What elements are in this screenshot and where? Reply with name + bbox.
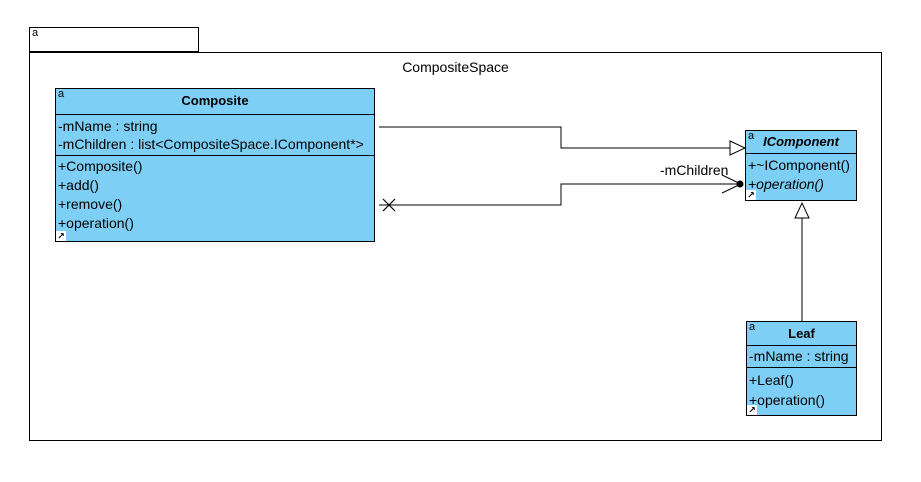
association-label: -mChildren bbox=[660, 162, 729, 178]
class-leaf-marker: a bbox=[749, 321, 756, 333]
class-icomponent[interactable]: a IComponent +~IComponent() +operation()… bbox=[745, 130, 857, 201]
package-tab-marker: a bbox=[32, 27, 39, 39]
class-leaf-link-icon[interactable]: ↗ bbox=[747, 405, 757, 415]
class-leaf[interactable]: a Leaf -mName : string +Leaf() +operatio… bbox=[746, 321, 857, 416]
attribute-mchildren[interactable]: -mChildren : list<CompositeSpace.ICompon… bbox=[58, 136, 364, 152]
class-leaf-attributes: -mName : string bbox=[747, 346, 856, 368]
class-icomponent-operations: +~IComponent() +operation() bbox=[746, 154, 856, 197]
class-icomponent-link-icon[interactable]: ↗ bbox=[746, 190, 756, 200]
operation-add[interactable]: +add() bbox=[58, 177, 99, 193]
class-composite-marker: a bbox=[58, 88, 65, 100]
class-composite-attributes: -mName : string -mChildren : list<Compos… bbox=[56, 115, 374, 156]
class-composite-operations: +Composite() +add() +remove() +operation… bbox=[56, 156, 374, 236]
package-name: CompositeSpace bbox=[402, 59, 509, 75]
package-tab: a bbox=[29, 27, 199, 52]
operation-operation[interactable]: +operation() bbox=[58, 215, 134, 231]
class-leaf-name: Leaf bbox=[747, 322, 856, 346]
class-composite-link-icon[interactable]: ↗ bbox=[56, 231, 66, 241]
operation-remove[interactable]: +remove() bbox=[58, 196, 123, 212]
operation-operation-abstract[interactable]: +operation() bbox=[748, 176, 824, 192]
class-composite[interactable]: a Composite -mName : string -mChildren :… bbox=[55, 88, 375, 242]
attribute-mname[interactable]: -mName : string bbox=[58, 118, 158, 134]
class-leaf-operations: +Leaf() +operation() bbox=[747, 368, 856, 413]
operation-destructor[interactable]: +~IComponent() bbox=[748, 157, 850, 173]
operation-leaf[interactable]: +Leaf() bbox=[749, 372, 794, 388]
operation-leaf-operation[interactable]: +operation() bbox=[749, 392, 825, 408]
operation-composite[interactable]: +Composite() bbox=[58, 158, 143, 174]
class-icomponent-marker: a bbox=[748, 130, 755, 142]
class-icomponent-name: IComponent bbox=[746, 131, 856, 154]
class-composite-name: Composite bbox=[56, 89, 374, 115]
attribute-leaf-mname[interactable]: -mName : string bbox=[749, 348, 849, 364]
